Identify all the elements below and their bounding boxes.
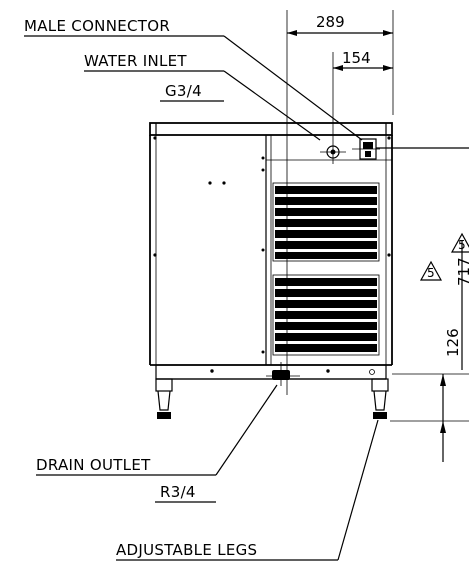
dim-126-value: 126 [444,328,462,357]
drain-outlet-leader [215,384,278,476]
dim-289-value: 289 [316,13,345,31]
dim-289-arrow-right [383,30,393,36]
water-inlet-leader [223,70,321,141]
upper-grille [272,182,380,262]
drain-outlet-label: DRAIN OUTLET [36,456,151,474]
revision-mark-717: 5 [450,232,469,253]
svg-text:5: 5 [458,238,466,252]
drain-outlet-fitting [266,362,300,386]
male-connector-label: MALE CONNECTOR [24,17,170,35]
revision-mark-126: 5 [419,260,443,281]
dim-126-arrow-top [440,374,446,386]
dim-289-arrow-left [287,30,297,36]
dim-126-arrow-bottom [440,421,446,433]
water-inlet-fitting [320,140,346,164]
unit-body [149,122,393,380]
lower-grille [272,274,380,356]
adjustable-legs-leader [337,419,379,561]
adjustable-legs-label: ADJUSTABLE LEGS [116,541,257,559]
dim-154-value: 154 [342,49,371,67]
right-leg [371,378,389,419]
water-inlet-size-label: G3/4 [165,82,202,100]
dim-154-arrow-right [383,65,393,71]
svg-text:5: 5 [427,266,435,280]
water-inlet-label: WATER INLET [84,52,187,70]
dim-717-value: 717 [455,257,469,286]
dim-154-arrow-left [333,65,343,71]
left-leg [155,378,173,419]
male-connector-fitting [352,138,380,160]
drain-outlet-size-label: R3/4 [160,483,196,501]
